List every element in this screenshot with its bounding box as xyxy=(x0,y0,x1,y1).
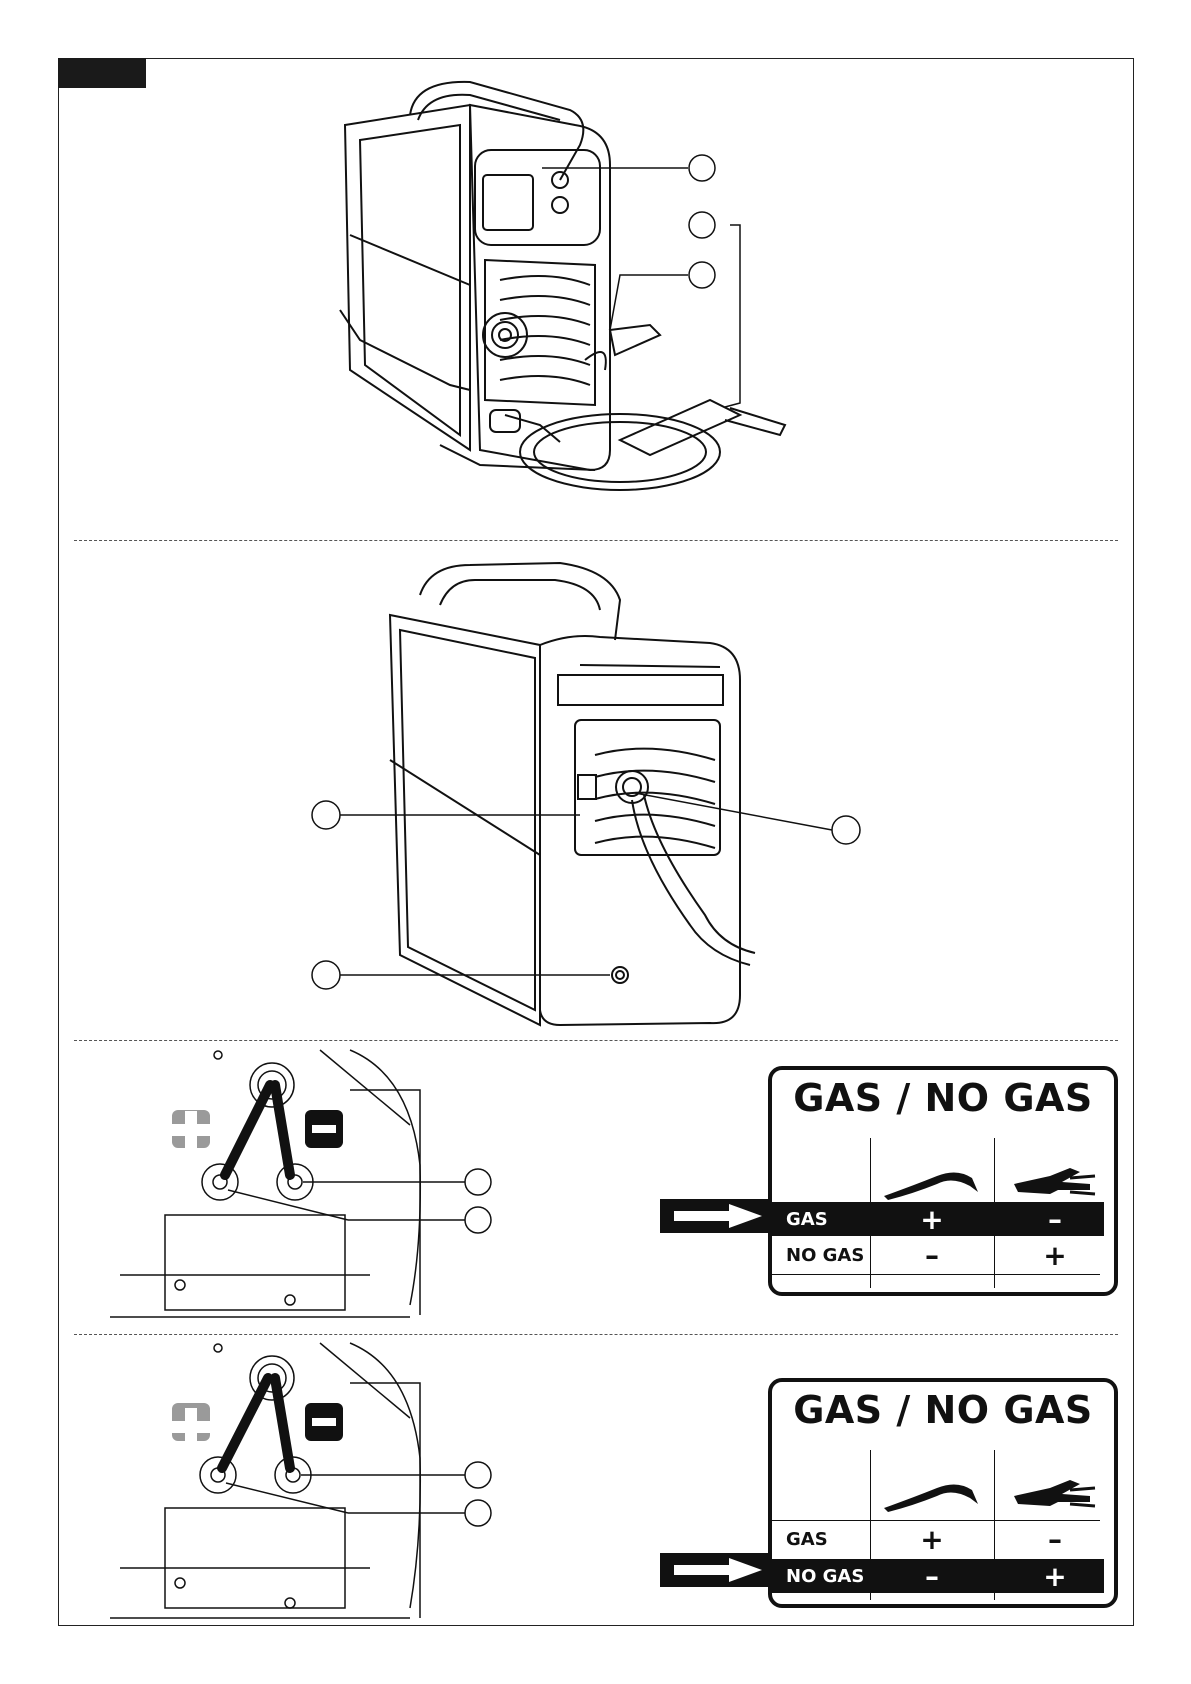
gas-row: GAS + – xyxy=(772,1202,1104,1236)
gas-polarity-panel: GAS / NO GAS GAS + – NO GAS – + xyxy=(768,1066,1118,1296)
torch-icon xyxy=(884,1484,978,1512)
section-divider xyxy=(74,1334,1118,1335)
welder-rear-view xyxy=(311,561,861,1027)
polarity-terminals-no-gas xyxy=(110,1342,492,1619)
welder-front-view xyxy=(339,80,787,491)
section-divider xyxy=(74,1040,1118,1041)
section-divider xyxy=(74,540,1118,541)
selected-row-arrow xyxy=(660,1199,778,1233)
earth-clamp-icon xyxy=(1014,1480,1096,1508)
no-gas-row: NO GAS – + xyxy=(772,1559,1104,1593)
panel-title: GAS / NO GAS xyxy=(793,1388,1093,1432)
panel-title: GAS / NO GAS xyxy=(793,1076,1093,1120)
arrow-right-icon xyxy=(674,1204,762,1228)
no-gas-row: NO GAS – + xyxy=(786,1238,1067,1272)
selected-row-arrow xyxy=(660,1553,778,1587)
page-frame xyxy=(58,58,1134,1626)
gas-row: GAS + – xyxy=(786,1522,1062,1556)
torch-icon xyxy=(884,1172,978,1200)
earth-clamp-icon xyxy=(1014,1168,1096,1196)
arrow-right-icon xyxy=(674,1558,762,1582)
no-gas-polarity-panel: GAS / NO GAS GAS + – NO GAS – + xyxy=(768,1378,1118,1608)
polarity-terminals-gas xyxy=(110,1049,492,1318)
corner-tab xyxy=(58,58,146,88)
